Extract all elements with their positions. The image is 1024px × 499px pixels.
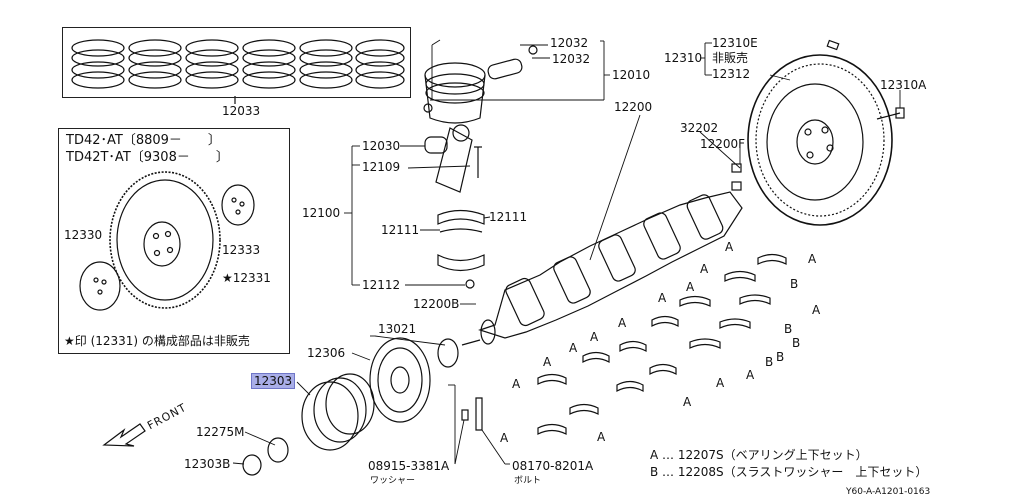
part-12200f[interactable]: 12200F [700,137,746,151]
mark-a: A [746,368,755,382]
part-12200b[interactable]: 12200B [413,297,460,311]
mark-a: A [812,303,821,317]
connecting-rod [424,124,485,289]
mark-a: A [543,355,552,369]
part-12331[interactable]: ★12331 [222,271,271,285]
diagram-code: Y60-A-A1201-0163 [846,487,931,497]
mark-b: B [792,336,801,350]
mark-b: B [776,350,785,364]
part-12310[interactable]: 12310 [664,51,703,65]
at-variant-frame [58,128,290,354]
leader-lines [232,39,901,465]
part-12330[interactable]: 12330 [64,228,103,242]
mark-a: A [683,395,692,409]
crankshaft [461,191,743,346]
bolt-label: ボルト [514,476,542,486]
pilot-bushing [731,163,742,191]
drive-plate [79,171,255,311]
part-12112[interactable]: 12112 [362,278,401,292]
legend-b: B … 12208S（スラストワッシャー 上下セット） [650,465,928,479]
part-12111-a[interactable]: 12111 [489,210,528,224]
mark-a: A [597,430,606,444]
part-12010[interactable]: 12010 [612,68,651,82]
part-08170-8201a[interactable]: 08170-8201A [512,459,594,473]
non-sale-note: ★印 (12331) の構成部品は非販売 [64,334,250,348]
part-12111-b[interactable]: 12111 [381,223,420,237]
part-12306[interactable]: 12306 [307,346,346,360]
washer-label: ワッシャー [370,476,416,486]
part-12030[interactable]: 12030 [362,139,401,153]
part-12303b[interactable]: 12303B [184,457,231,471]
mark-a: A [658,291,667,305]
mark-a: A [700,262,709,276]
part-12310e[interactable]: 12310E [712,36,758,50]
mark-b: B [784,322,793,336]
mark-b: B [790,277,799,291]
part-12100[interactable]: 12100 [302,206,341,220]
part-12109[interactable]: 12109 [362,160,401,174]
piston-assembly [423,45,538,124]
crank-pulley [242,337,483,476]
mark-a: A [618,316,627,330]
part-12310a[interactable]: 12310A [880,78,927,92]
part-13021[interactable]: 13021 [378,322,417,336]
variant-line-2: TD42T･AT〔9308－ 〕 [66,150,229,165]
part-12310-nonsale: 非販売 [712,51,749,65]
part-12200[interactable]: 12200 [614,100,653,114]
mark-a: A [512,377,521,391]
front-arrow-icon [102,423,146,447]
mark-a: A [500,431,509,445]
mark-a: A [808,252,817,266]
ring-sets-frame [62,27,411,98]
part-12032-a[interactable]: 12032 [550,36,589,50]
part-12333[interactable]: 12333 [222,243,261,257]
part-12303-highlighted[interactable]: 12303 [251,373,296,389]
mark-a: A [569,341,578,355]
part-32202[interactable]: 32202 [680,121,719,135]
legend-a: A … 12207S（ベアリング上下セット） [650,448,868,462]
variant-line-1: TD42･AT〔8809－ 〕 [66,133,221,148]
mark-a: A [686,280,695,294]
piston-ring-sets [71,39,405,104]
mark-a: A [725,240,734,254]
main-bearings [537,253,787,435]
mark-a: A [716,376,725,390]
flywheel [747,39,905,226]
part-12312[interactable]: 12312 [712,67,751,81]
mark-a: A [590,330,599,344]
mark-b: B [765,355,774,369]
part-08915-3381a[interactable]: 08915-3381A [368,459,450,473]
part-12275m[interactable]: 12275M [196,425,245,439]
part-12032-b[interactable]: 12032 [552,52,591,66]
part-12033[interactable]: 12033 [222,104,261,118]
